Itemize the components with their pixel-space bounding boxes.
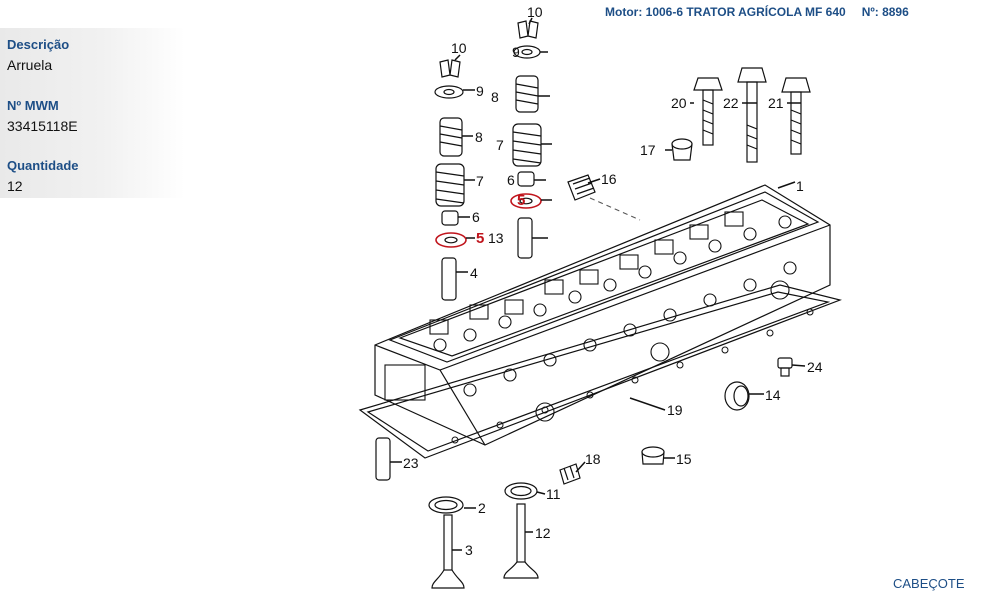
- plug-24[interactable]: [777, 357, 793, 377]
- callout-22: 22: [723, 95, 739, 111]
- intake-valve-12[interactable]: [503, 503, 539, 579]
- valve-guide-4[interactable]: [441, 257, 457, 301]
- callout-7-right: 7: [496, 137, 504, 153]
- callout-8-left: 8: [475, 129, 483, 145]
- valve-seat-insert-11[interactable]: [504, 482, 538, 500]
- callout-14: 14: [765, 387, 781, 403]
- inner-spring-8-left[interactable]: [439, 117, 463, 157]
- bolt-22[interactable]: [737, 67, 767, 163]
- plug-16[interactable]: [567, 174, 641, 221]
- mwm-number-value: 33415118E: [7, 118, 78, 134]
- quantity-value: 12: [7, 178, 23, 194]
- plug-18[interactable]: [559, 463, 581, 485]
- exhaust-valve-3[interactable]: [431, 514, 465, 589]
- cap-17[interactable]: [671, 138, 693, 161]
- callout-17: 17: [640, 142, 656, 158]
- valve-collets-10-left[interactable]: [439, 59, 461, 78]
- callout-16: 16: [601, 171, 617, 187]
- callout-labels: 1 2 3 4 5 5 6 6 7 7 8 8 9 9 10 10 11 12 …: [403, 4, 823, 558]
- core-plug-14[interactable]: [724, 381, 750, 411]
- callout-19: 19: [667, 402, 683, 418]
- callout-23: 23: [403, 455, 419, 471]
- outer-spring-7-right[interactable]: [512, 123, 542, 167]
- dowel-23[interactable]: [375, 437, 391, 481]
- callout-10-left: 10: [451, 40, 467, 56]
- valve-seat-insert-2[interactable]: [428, 496, 464, 514]
- callout-2: 2: [478, 500, 486, 516]
- cylinder-head[interactable]: [374, 184, 831, 446]
- callout-13: 13: [488, 230, 504, 246]
- bolt-20[interactable]: [693, 77, 723, 146]
- motor-title: Motor: 1006-6 TRATOR AGRÍCOLA MF 640: [605, 5, 846, 19]
- valve-guide-13[interactable]: [517, 217, 533, 259]
- part-info-panel: Descrição Arruela Nº MWM 33415118E Quant…: [0, 28, 185, 198]
- description-label: Descrição: [7, 37, 70, 52]
- diagram-number: Nº: 8896: [861, 5, 909, 19]
- leader-lines: [390, 17, 806, 551]
- callout-24: 24: [807, 359, 823, 375]
- callout-6-left: 6: [472, 209, 480, 225]
- diagram-header: Motor: 1006-6 TRATOR AGRÍCOLA MF 640 Nº: …: [605, 5, 909, 19]
- callout-1: 1: [796, 178, 804, 194]
- cap-15[interactable]: [641, 446, 665, 465]
- valve-seal-6-left[interactable]: [441, 210, 459, 226]
- washer-5-left[interactable]: [435, 232, 467, 248]
- callout-4: 4: [470, 265, 478, 281]
- washer-5-right[interactable]: [510, 193, 542, 209]
- callout-18: 18: [585, 451, 601, 467]
- callout-15: 15: [676, 451, 692, 467]
- outer-spring-7-left[interactable]: [435, 163, 465, 207]
- callout-20: 20: [671, 95, 687, 111]
- mwm-number-label: Nº MWM: [7, 98, 59, 113]
- callout-11: 11: [546, 486, 561, 502]
- spring-retainer-9-left[interactable]: [434, 85, 464, 99]
- callout-6-right: 6: [507, 172, 515, 188]
- callout-8-right: 8: [491, 89, 499, 105]
- inner-spring-8-right[interactable]: [515, 75, 539, 113]
- callout-10-right: 10: [527, 4, 543, 20]
- callout-5-left: 5: [476, 230, 484, 247]
- callout-7-left: 7: [476, 173, 484, 189]
- description-value: Arruela: [7, 57, 53, 73]
- assembly-caption: CABEÇOTE: [893, 576, 965, 591]
- callout-9-right: 9: [512, 44, 520, 60]
- quantity-label: Quantidade: [7, 158, 79, 173]
- bolt-21[interactable]: [781, 77, 811, 155]
- valve-seal-6-right[interactable]: [517, 171, 535, 187]
- callout-3: 3: [465, 542, 473, 558]
- callout-5-right: 5: [517, 192, 525, 209]
- callout-12: 12: [535, 525, 551, 541]
- callout-21: 21: [768, 95, 784, 111]
- valve-collets-10-right[interactable]: [517, 20, 539, 39]
- callout-9-left: 9: [476, 83, 484, 99]
